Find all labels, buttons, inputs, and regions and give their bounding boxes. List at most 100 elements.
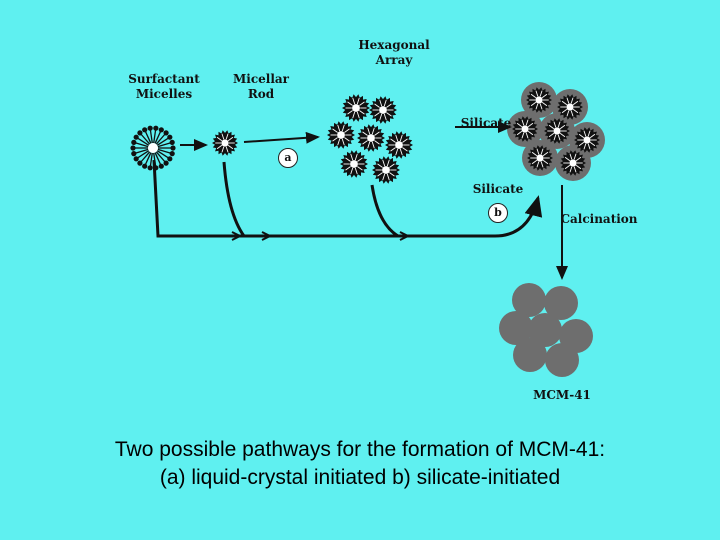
- surfactant-head: [170, 145, 176, 151]
- rod-stripe: [525, 132, 529, 139]
- coated-rod: [560, 150, 586, 176]
- rod-stripe: [559, 124, 566, 130]
- surfactant-head: [167, 156, 173, 162]
- rod-stripe: [356, 111, 360, 119]
- rod-stripe: [389, 163, 395, 168]
- chevron: [231, 231, 243, 241]
- rod-stripe: [402, 147, 408, 152]
- rod-stripe: [216, 136, 223, 142]
- rod-stripe: [557, 134, 561, 141]
- rod-stripe: [402, 138, 408, 143]
- rod-core: [350, 160, 358, 168]
- rod-stripe: [566, 110, 570, 117]
- silicate-coated-array: [507, 82, 605, 181]
- array-rod: [372, 156, 400, 184]
- surfactant-head: [133, 156, 139, 162]
- rod-stripe: [352, 111, 356, 119]
- rod-stripe: [542, 151, 549, 157]
- rod-stripe: [583, 143, 587, 150]
- rod-stripe: [540, 148, 544, 155]
- rod-stripe: [536, 161, 540, 168]
- rod-stripe: [377, 163, 383, 168]
- rod-stripe: [344, 137, 350, 142]
- rod-stripe: [570, 97, 574, 104]
- mcm41-pore: [528, 313, 562, 347]
- coated-rod: [557, 94, 583, 120]
- rod-core: [367, 134, 375, 142]
- rod-stripe: [359, 110, 365, 115]
- chevron: [399, 231, 411, 241]
- rod-core: [583, 136, 591, 144]
- rod-stripe: [371, 141, 375, 149]
- rod-stripe: [356, 97, 360, 105]
- rod-stripe: [573, 153, 577, 160]
- surfactant-head: [130, 145, 136, 151]
- coated-rod: [526, 87, 552, 113]
- surfactant-head: [169, 151, 175, 157]
- rod-stripe: [341, 124, 345, 132]
- rod-stripe: [374, 103, 380, 108]
- rod-stripe: [337, 124, 341, 132]
- rod-stripe: [344, 128, 350, 133]
- rod-stripe: [570, 110, 574, 117]
- rod-stripe: [587, 143, 591, 150]
- caption-line-1: Two possible pathways for the formation …: [114, 438, 606, 461]
- rod-stripe: [382, 159, 386, 167]
- rod-core: [569, 159, 577, 167]
- label-silicate-mid: Silicate: [472, 182, 524, 196]
- path-b-marker: b: [488, 203, 508, 223]
- rod-stripe: [350, 153, 354, 161]
- rod-stripe: [541, 93, 548, 99]
- rod-stripe: [374, 131, 380, 136]
- rod-stripe: [578, 141, 585, 147]
- rod-stripe: [374, 140, 380, 145]
- rod-stripe: [540, 161, 544, 168]
- rod-stripe: [399, 134, 403, 142]
- rod-stripe: [530, 93, 537, 99]
- rod-stripe: [569, 166, 573, 173]
- surfactant-head: [133, 134, 139, 140]
- label-calcination: Calcination: [560, 212, 638, 226]
- rod-stripe: [521, 119, 525, 126]
- rod-stripe: [345, 166, 351, 171]
- rod-stripe: [386, 173, 390, 181]
- rod-stripe: [553, 121, 557, 128]
- label-surfactant-micelles: Surfactant Micelles: [128, 72, 200, 101]
- surfactant-head: [163, 160, 169, 166]
- rod-core: [553, 127, 561, 135]
- rod-stripe: [227, 144, 234, 150]
- rod-core: [521, 125, 529, 133]
- arrow-rod-to-array: [243, 131, 320, 144]
- surfactant-head: [137, 160, 143, 166]
- rod-stripe: [390, 138, 396, 143]
- mcm41-pore: [545, 343, 579, 377]
- rod-stripe: [527, 122, 534, 128]
- caption: Two possible pathways for the formation …: [0, 436, 720, 492]
- rod-stripe: [553, 134, 557, 141]
- rod-stripe: [383, 99, 387, 107]
- rod-stripe: [531, 159, 538, 165]
- surfactant-head: [147, 125, 153, 131]
- rod-stripe: [345, 157, 351, 162]
- array-rod: [369, 96, 397, 124]
- rod-stripe: [357, 157, 363, 162]
- rod-stripe: [583, 130, 587, 137]
- rod-stripe: [227, 136, 234, 142]
- rod-stripe: [575, 156, 582, 162]
- rod-stripe: [573, 166, 577, 173]
- rod-stripe: [347, 101, 353, 106]
- rod-stripe: [359, 101, 365, 106]
- rod-stripe: [559, 132, 566, 138]
- rod-core: [337, 131, 345, 139]
- rod-stripe: [535, 90, 539, 97]
- rod-stripe: [395, 148, 399, 156]
- rod-stripe: [347, 110, 353, 115]
- rod-stripe: [225, 133, 229, 140]
- rod-stripe: [589, 133, 596, 139]
- rod-core: [536, 154, 544, 162]
- caption-line-2: (a) liquid-crystal initiated b) silicate…: [159, 466, 561, 489]
- rod-stripe: [341, 138, 345, 146]
- rod-stripe: [557, 121, 561, 128]
- rod-stripe: [561, 108, 568, 114]
